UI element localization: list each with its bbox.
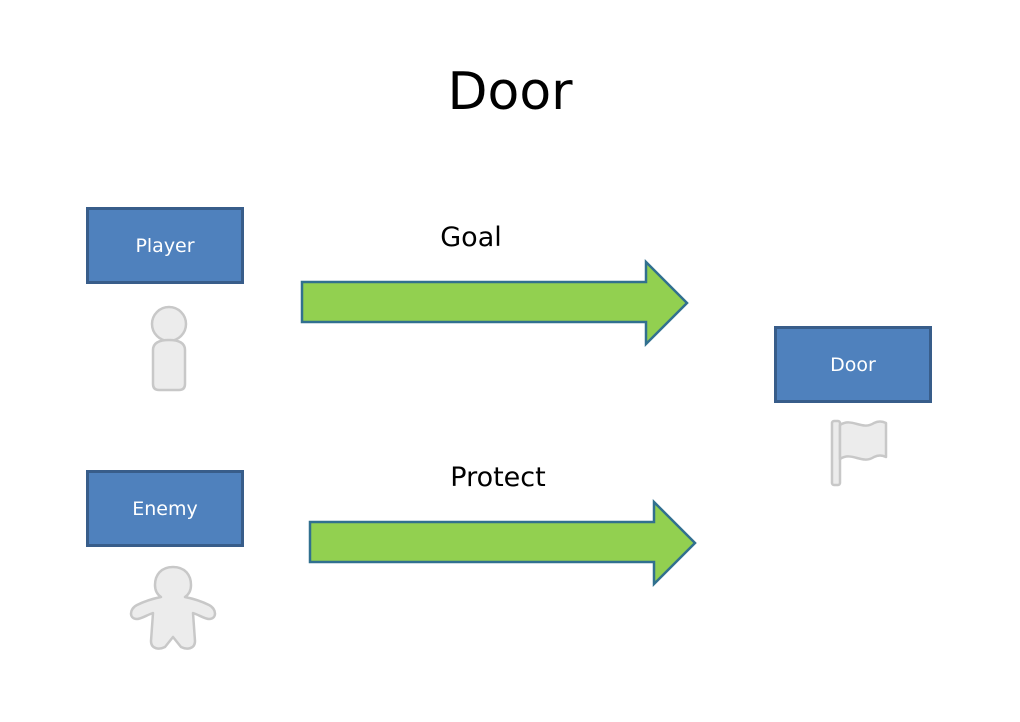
enemy-label: Enemy <box>132 497 198 520</box>
pawn-icon <box>150 305 188 392</box>
flag-icon <box>830 419 888 487</box>
diagram-title: Door <box>447 62 573 122</box>
enemy-box: Enemy <box>86 470 244 547</box>
player-box: Player <box>86 207 244 284</box>
protect-label: Protect <box>450 462 546 493</box>
goal-arrow <box>300 258 689 348</box>
protect-arrow-shape <box>308 498 697 588</box>
door-label: Door <box>830 353 876 376</box>
goal-arrow-shape <box>300 258 689 348</box>
person-icon <box>129 565 217 650</box>
player-label: Player <box>135 234 195 257</box>
door-box: Door <box>774 326 932 403</box>
protect-arrow <box>308 498 697 588</box>
goal-label: Goal <box>440 222 502 253</box>
